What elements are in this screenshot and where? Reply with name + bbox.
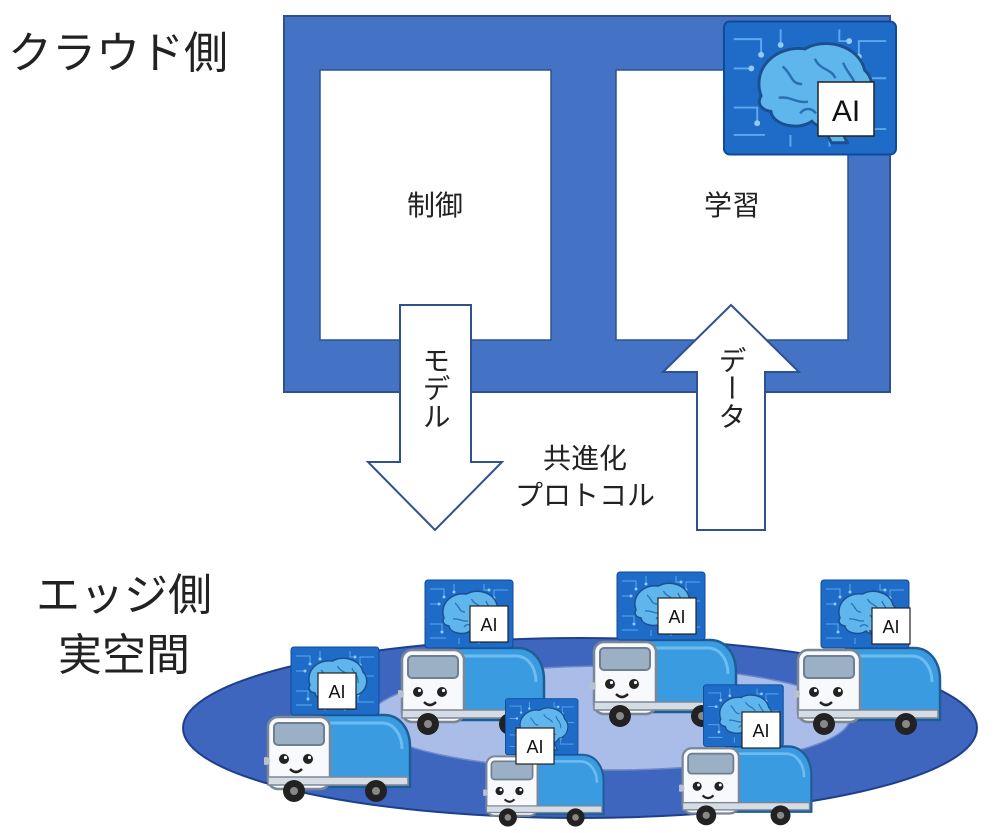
edge-robot: AI xyxy=(396,580,544,735)
robot-ai-badge: AI xyxy=(882,617,899,637)
coevolution-label-line1: 共進化 xyxy=(543,442,627,475)
robot-ai-badge: AI xyxy=(526,737,543,757)
robot-ai-badge: AI xyxy=(752,721,769,741)
edge-robot: AI xyxy=(262,647,410,802)
robot-ai-badge: AI xyxy=(480,615,497,635)
edge-robot: AI xyxy=(481,699,603,827)
data-label: データ xyxy=(715,346,748,430)
data-arrow xyxy=(660,303,802,531)
cloud-side-label: クラウド側 xyxy=(8,28,228,79)
edge-side-label: エッジ側 xyxy=(36,570,212,621)
control-box xyxy=(319,69,552,341)
coevolution-label-line2: プロトコル xyxy=(515,479,655,512)
cloud-brain-chip-icon: AI xyxy=(722,20,898,156)
edge-robot: AI xyxy=(792,580,940,735)
edge-robot: AI xyxy=(588,572,736,727)
learning-label: 学習 xyxy=(704,189,760,222)
svg-text:モデル: モデル xyxy=(419,346,452,430)
model-label: モデル xyxy=(419,346,452,430)
robot-ai-badge: AI xyxy=(328,682,345,702)
edge-robot: AI xyxy=(677,685,811,825)
robot-ai-badge: AI xyxy=(668,607,685,627)
svg-text:データ: データ xyxy=(715,346,748,430)
control-label: 制御 xyxy=(407,189,463,222)
real-space-label: 実空間 xyxy=(58,630,190,681)
cloud-ai-badge: AI xyxy=(832,95,860,128)
model-arrow xyxy=(365,304,505,532)
